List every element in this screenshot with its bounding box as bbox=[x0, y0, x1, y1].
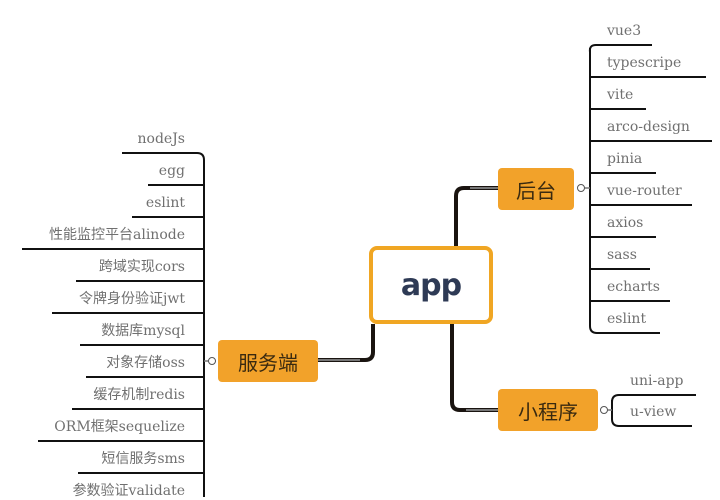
leaf-node[interactable]: 参数验证validate bbox=[72, 483, 185, 499]
leaf-node[interactable]: eslint bbox=[607, 311, 647, 327]
leaf-node[interactable]: uni-app bbox=[630, 373, 684, 389]
leaf-node[interactable]: vue-router bbox=[607, 183, 682, 199]
leaf-node[interactable]: eslint bbox=[145, 195, 185, 211]
collapse-toggle-icon[interactable] bbox=[208, 357, 216, 365]
leaf-node[interactable]: vite bbox=[607, 87, 634, 103]
leaf-node[interactable]: vue3 bbox=[607, 23, 642, 39]
branch-node-xiaochengxu[interactable]: 小程序 bbox=[498, 389, 598, 431]
leaf-node[interactable]: echarts bbox=[607, 279, 660, 295]
branch-node-houtai[interactable]: 后台 bbox=[498, 168, 574, 210]
leaf-node[interactable]: axios bbox=[607, 215, 644, 231]
root-node[interactable]: app bbox=[369, 246, 493, 324]
root-node-label: app bbox=[400, 267, 462, 303]
branch-label: 服务端 bbox=[238, 350, 298, 375]
leaf-node[interactable]: 对象存储oss bbox=[106, 355, 185, 371]
branch-label: 小程序 bbox=[518, 399, 578, 424]
leaf-node[interactable]: nodeJs bbox=[137, 131, 186, 147]
leaf-node[interactable]: arco-design bbox=[607, 119, 690, 135]
leaf-node[interactable]: 短信服务sms bbox=[101, 451, 185, 467]
leaf-node[interactable]: u-view bbox=[630, 404, 677, 420]
leaf-node[interactable]: egg bbox=[158, 163, 185, 179]
leaf-node[interactable]: 令牌身份验证jwt bbox=[79, 291, 185, 307]
leaf-node[interactable]: 性能监控平台alinode bbox=[49, 227, 185, 243]
branch-label: 后台 bbox=[516, 178, 556, 203]
leaf-node[interactable]: 跨域实现cors bbox=[98, 259, 185, 275]
leaf-node[interactable]: sass bbox=[607, 247, 637, 263]
leaf-node[interactable]: typescripe bbox=[607, 55, 682, 71]
leaf-node[interactable]: 缓存机制redis bbox=[93, 387, 185, 403]
collapse-toggle-icon[interactable] bbox=[577, 184, 585, 192]
leaf-node[interactable]: pinia bbox=[607, 151, 643, 167]
leaf-node[interactable]: ORM框架sequelize bbox=[54, 419, 185, 435]
leaf-node[interactable]: 数据库mysql bbox=[101, 323, 185, 339]
collapse-toggle-icon[interactable] bbox=[600, 406, 608, 414]
branch-node-fuwuduan[interactable]: 服务端 bbox=[218, 340, 318, 382]
